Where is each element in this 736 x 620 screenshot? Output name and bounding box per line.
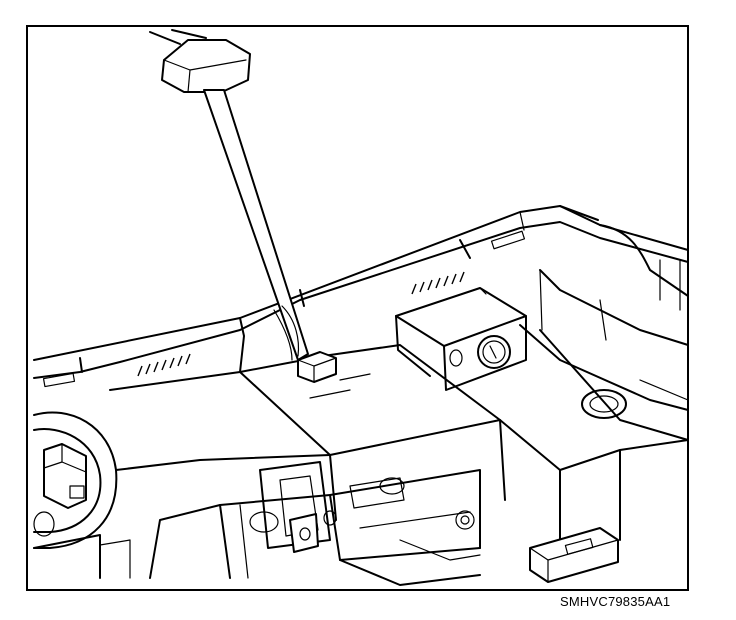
figure-code: SMHVC79835AA1 — [560, 594, 671, 609]
center-plate — [109, 344, 506, 521]
internal-mechanism — [249, 461, 475, 553]
vent-slots — [42, 230, 526, 388]
left-knob — [33, 411, 118, 549]
right-frame — [499, 259, 689, 541]
housing-rim — [33, 205, 689, 379]
screwdriver — [149, 29, 309, 361]
connector — [529, 527, 619, 583]
illustration-frame — [26, 25, 689, 591]
gauge-block — [395, 287, 527, 391]
housing-body — [33, 454, 481, 586]
